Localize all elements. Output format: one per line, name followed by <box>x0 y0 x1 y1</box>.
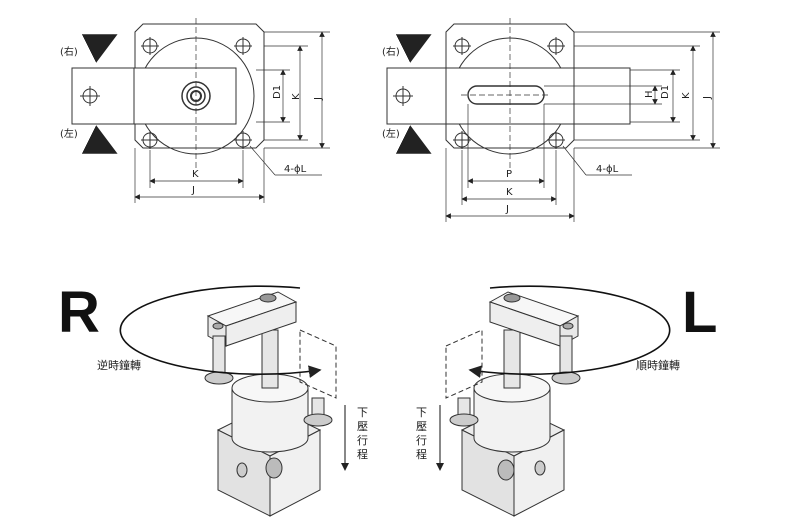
iso-labels-r: R 逆時鐘轉 下 壓 行 程 <box>58 280 368 461</box>
dim-d1-r: D1 <box>660 85 671 99</box>
dim-h-r: H <box>644 90 655 98</box>
dim-d1: D1 <box>272 85 283 99</box>
stroke-char-2-l: 壓 <box>416 420 427 433</box>
stroke-char-4-r: 程 <box>357 448 368 461</box>
rot-arrow-left-r <box>395 125 432 154</box>
stroke-char-2-r: 壓 <box>357 420 368 433</box>
letter-r: R <box>58 280 100 345</box>
dim-j-vert: J <box>313 97 324 101</box>
top-right-drawing <box>386 18 720 222</box>
top-left-drawing <box>71 18 330 203</box>
dim-k-vert-r: K <box>681 92 692 99</box>
label-left-rot: (左) <box>60 127 78 140</box>
letter-l: L <box>682 280 717 345</box>
label-right-rot-r: (右) <box>382 45 400 58</box>
stroke-char-3-l: 行 <box>416 434 427 447</box>
rotation-label-r: 逆時鐘轉 <box>97 358 141 372</box>
stroke-char-1-r: 下 <box>357 406 368 419</box>
corner-holes <box>141 37 252 149</box>
dim-j-horiz: J <box>191 185 195 196</box>
top-left-labels: (右) (左) D1 K J K J 4-ϕL <box>60 45 324 196</box>
dim-j-vert-r: J <box>702 96 713 100</box>
dim-j-horiz-r: J <box>505 204 509 215</box>
dim-k-horiz: K <box>192 169 199 180</box>
stroke-char-1-l: 下 <box>416 406 427 419</box>
iso-labels-l: L 順時鐘轉 下 壓 行 程 <box>416 280 717 461</box>
iso-cylinder-r <box>119 285 349 517</box>
dim-k-vert: K <box>291 93 302 100</box>
rotation-label-l: 順時鐘轉 <box>636 358 680 372</box>
label-right-rot: (右) <box>60 45 78 58</box>
dim-hole-r: 4-ϕL <box>596 164 619 175</box>
rot-arrow-right-r <box>395 34 432 63</box>
rot-arrow-right <box>81 34 118 63</box>
dim-k-horiz-r: K <box>506 187 513 198</box>
rot-arrow-left <box>81 125 118 154</box>
iso-cylinder-l <box>436 285 671 517</box>
stroke-char-4-l: 程 <box>416 448 427 461</box>
label-left-rot-r: (左) <box>382 127 400 140</box>
stroke-char-3-r: 行 <box>357 434 368 447</box>
clamp-arm-r <box>386 67 631 125</box>
dim-hole: 4-ϕL <box>284 164 307 175</box>
top-right-labels: (右) (左) H D1 K J P K J 4-ϕL <box>382 45 713 215</box>
dim-p-r: P <box>506 169 512 180</box>
